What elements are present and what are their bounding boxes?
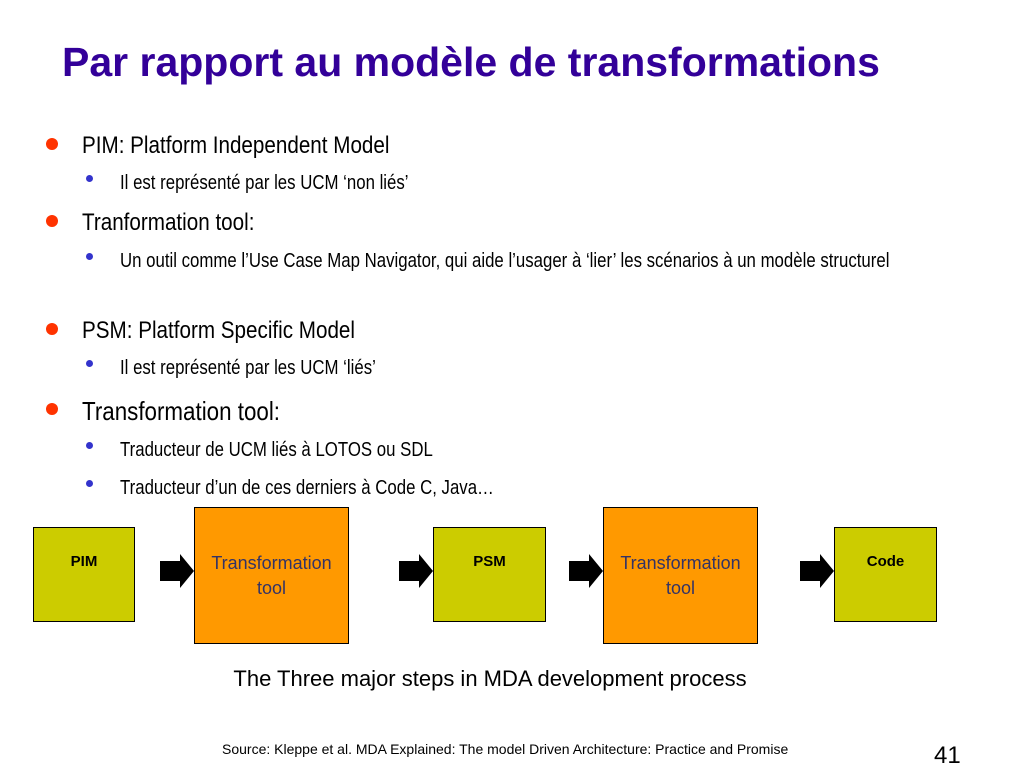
code-box: Code [834, 527, 937, 622]
bullet-dot [46, 403, 58, 415]
psm-label: PSM [473, 553, 506, 570]
sub-bullet-text: Traducteur d’un de ces derniers à Code C… [120, 477, 494, 499]
bullet-dot [46, 215, 58, 227]
slide-title: Par rapport au modèle de transformations [62, 39, 880, 85]
psm-box: PSM [433, 527, 546, 622]
arrow-right-icon [800, 554, 834, 588]
arrow-right-icon [399, 554, 433, 588]
bullet-text: PIM: Platform Independent Model [82, 132, 390, 159]
code-label: Code [866, 553, 905, 570]
pim-box: PIM [33, 527, 135, 622]
sub-bullet-dot [86, 442, 93, 449]
bullet-dot [46, 138, 58, 150]
sub-bullet-dot [86, 480, 93, 487]
source-citation: Source: Kleppe et al. MDA Explained: The… [222, 741, 789, 757]
diagram-caption: The Three major steps in MDA development… [233, 666, 747, 691]
arrow-right-icon [569, 554, 603, 588]
bullet-text: PSM: Platform Specific Model [82, 317, 355, 344]
transformation-tool-label: Transformation tool [211, 552, 332, 598]
transformation-tool-box-2: Transformation tool [603, 507, 758, 644]
sub-bullet-dot [86, 175, 93, 182]
sub-bullet-text: Un outil comme l’Use Case Map Navigator,… [120, 250, 890, 272]
sub-bullet-text: Il est représenté par les UCM ‘non liés’ [120, 172, 409, 194]
sub-bullet-text: Il est représenté par les UCM ‘liés’ [120, 357, 376, 379]
bullet-text: Transformation tool: [82, 396, 281, 426]
bullet-text: Tranformation tool: [82, 209, 255, 236]
sub-bullet-dot [86, 253, 93, 260]
sub-bullet-text: Traducteur de UCM liés à LOTOS ou SDL [120, 439, 433, 461]
bullet-dot [46, 323, 58, 335]
transformation-tool-label: Transformation tool [620, 552, 741, 598]
pim-label: PIM [70, 553, 98, 570]
arrow-right-icon [160, 554, 194, 588]
page-number: 41 [934, 742, 961, 769]
transformation-tool-box-1: Transformation tool [194, 507, 349, 644]
sub-bullet-dot [86, 360, 93, 367]
